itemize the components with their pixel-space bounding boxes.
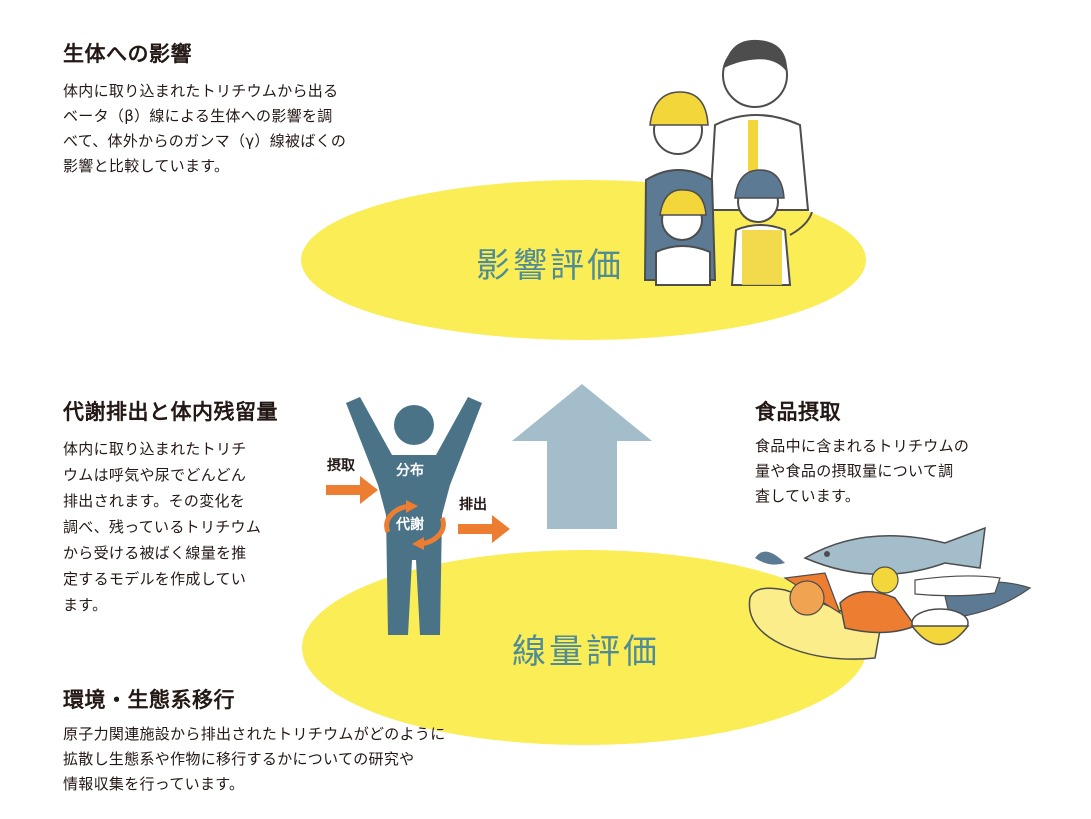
impact-evaluation-label: 影響評価 (476, 246, 624, 286)
dose-evaluation-label: 線量評価 (512, 632, 660, 672)
family-illustration (643, 39, 813, 286)
metabolism-title: 代謝排出と体内残留量 (63, 400, 278, 424)
distribution-label: 分布 (396, 463, 424, 479)
human-figure-icon (346, 397, 482, 635)
metabolism-cycle-icon (384, 500, 446, 550)
excretion-label: 排出 (459, 497, 487, 513)
environment-body: 原子力関連施設から排出されたトリチウムがどのように 拡散し生態系や作物に移行する… (63, 725, 446, 793)
metabolism-body: 体内に取り込まれたトリチ ウムは呼気や尿でどんどん 排出されます。その変化を 調… (63, 440, 262, 614)
intake-label: 摂取 (327, 458, 355, 474)
food-body: 食品中に含まれるトリチウムの 量や食品の摂取量について調 査しています。 (755, 437, 970, 505)
up-arrow-icon (512, 384, 652, 529)
environment-title: 環境・生態系移行 (63, 688, 235, 712)
food-title: 食品摂取 (755, 400, 841, 424)
intake-arrow-icon (326, 476, 378, 504)
metabolism-label: 代謝 (396, 517, 424, 533)
impact-title: 生体への影響 (63, 42, 192, 66)
impact-body: 体内に取り込まれたトリチウムから出る ベータ（β）線による生体への影響を調 べて… (63, 82, 347, 175)
excretion-arrow-icon (458, 515, 510, 543)
food-illustration (748, 526, 1032, 660)
